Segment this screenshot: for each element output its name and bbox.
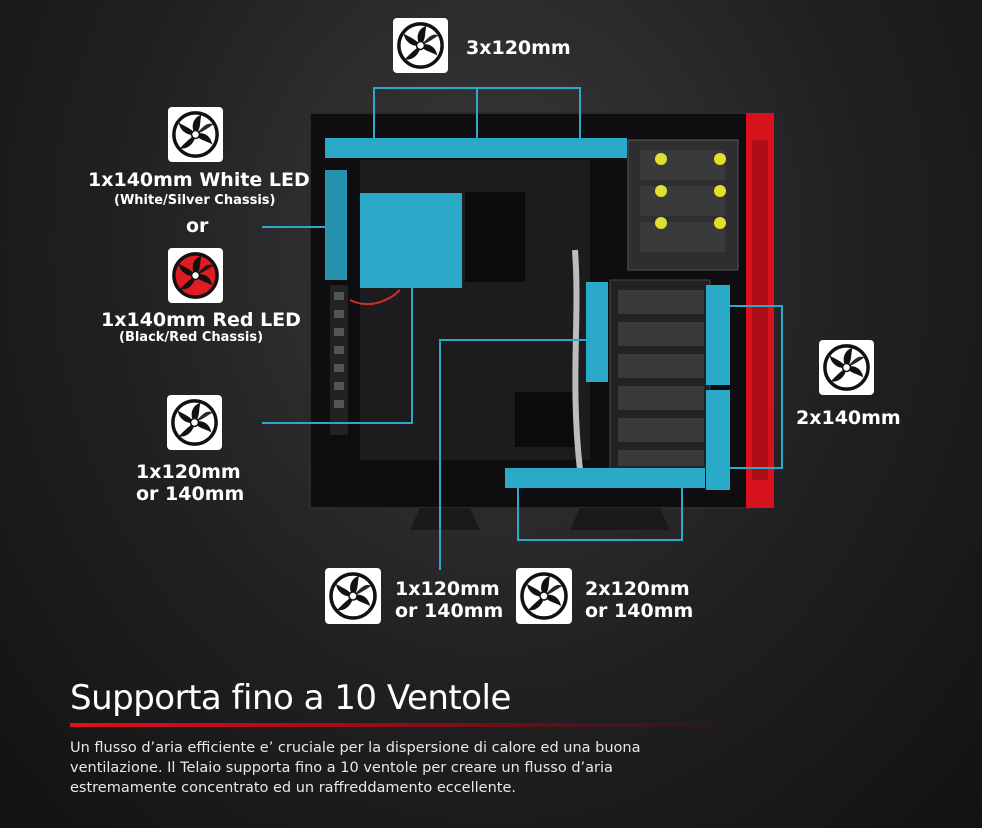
front-mesh	[752, 140, 768, 480]
fan-slot-rear	[325, 170, 347, 280]
bottom-left-fan-line2: or 140mm	[395, 600, 504, 622]
red-fan-icon	[168, 248, 223, 303]
bottom-left-fan-line1: 1x120mm	[395, 578, 500, 600]
cable-bundle	[572, 249, 583, 471]
fan-icon	[168, 107, 223, 162]
page-title: Supporta fino a 10 Ventole	[70, 678, 511, 718]
fan-icon	[393, 18, 448, 73]
tray-cutout	[515, 392, 575, 447]
fan-slots	[325, 138, 730, 490]
fan-slot-drive	[586, 282, 608, 382]
front-fan-label: 2x140mm	[796, 407, 901, 429]
fan-slot-front-1	[706, 285, 730, 385]
fan-slot-bottom-1	[505, 468, 605, 488]
fan-slot-bottom-2	[605, 468, 705, 488]
side-fan-line2: or 140mm	[136, 483, 245, 505]
side-fan-line1: 1x120mm	[136, 461, 241, 483]
fan-slot-side	[360, 193, 462, 288]
description-text: Un flusso d’aria efficiente e’ cruciale …	[70, 740, 641, 796]
fan-icon	[167, 395, 222, 450]
fan-slot-top-2	[427, 138, 527, 158]
fan-icon	[819, 340, 874, 395]
fan-icon	[325, 568, 381, 624]
drive-cage-upper	[627, 139, 739, 271]
tray-cutout	[465, 192, 525, 282]
red-led-sub: (Black/Red Chassis)	[119, 330, 264, 345]
case-foot	[410, 508, 480, 530]
fan-slot-top-3	[527, 138, 627, 158]
white-led-label: 1x140mm White LED	[88, 169, 310, 191]
drive-cage-lower	[609, 279, 711, 471]
or-label: or	[186, 215, 209, 237]
bottom-right-fan-line2: or 140mm	[585, 600, 694, 622]
cable	[349, 289, 401, 306]
fan-slot-top-1	[325, 138, 427, 158]
title-underline	[70, 723, 750, 727]
case-foot	[570, 508, 670, 530]
fan-slot-front-2	[706, 390, 730, 490]
red-led-label: 1x140mm Red LED	[101, 309, 301, 331]
top-fan-label: 3x120mm	[466, 37, 571, 59]
fan-icon	[516, 568, 572, 624]
expansion-slots	[330, 285, 348, 435]
white-led-sub: (White/Silver Chassis)	[114, 193, 276, 208]
bottom-right-fan-line1: 2x120mm	[585, 578, 690, 600]
leader-lines	[262, 87, 783, 570]
